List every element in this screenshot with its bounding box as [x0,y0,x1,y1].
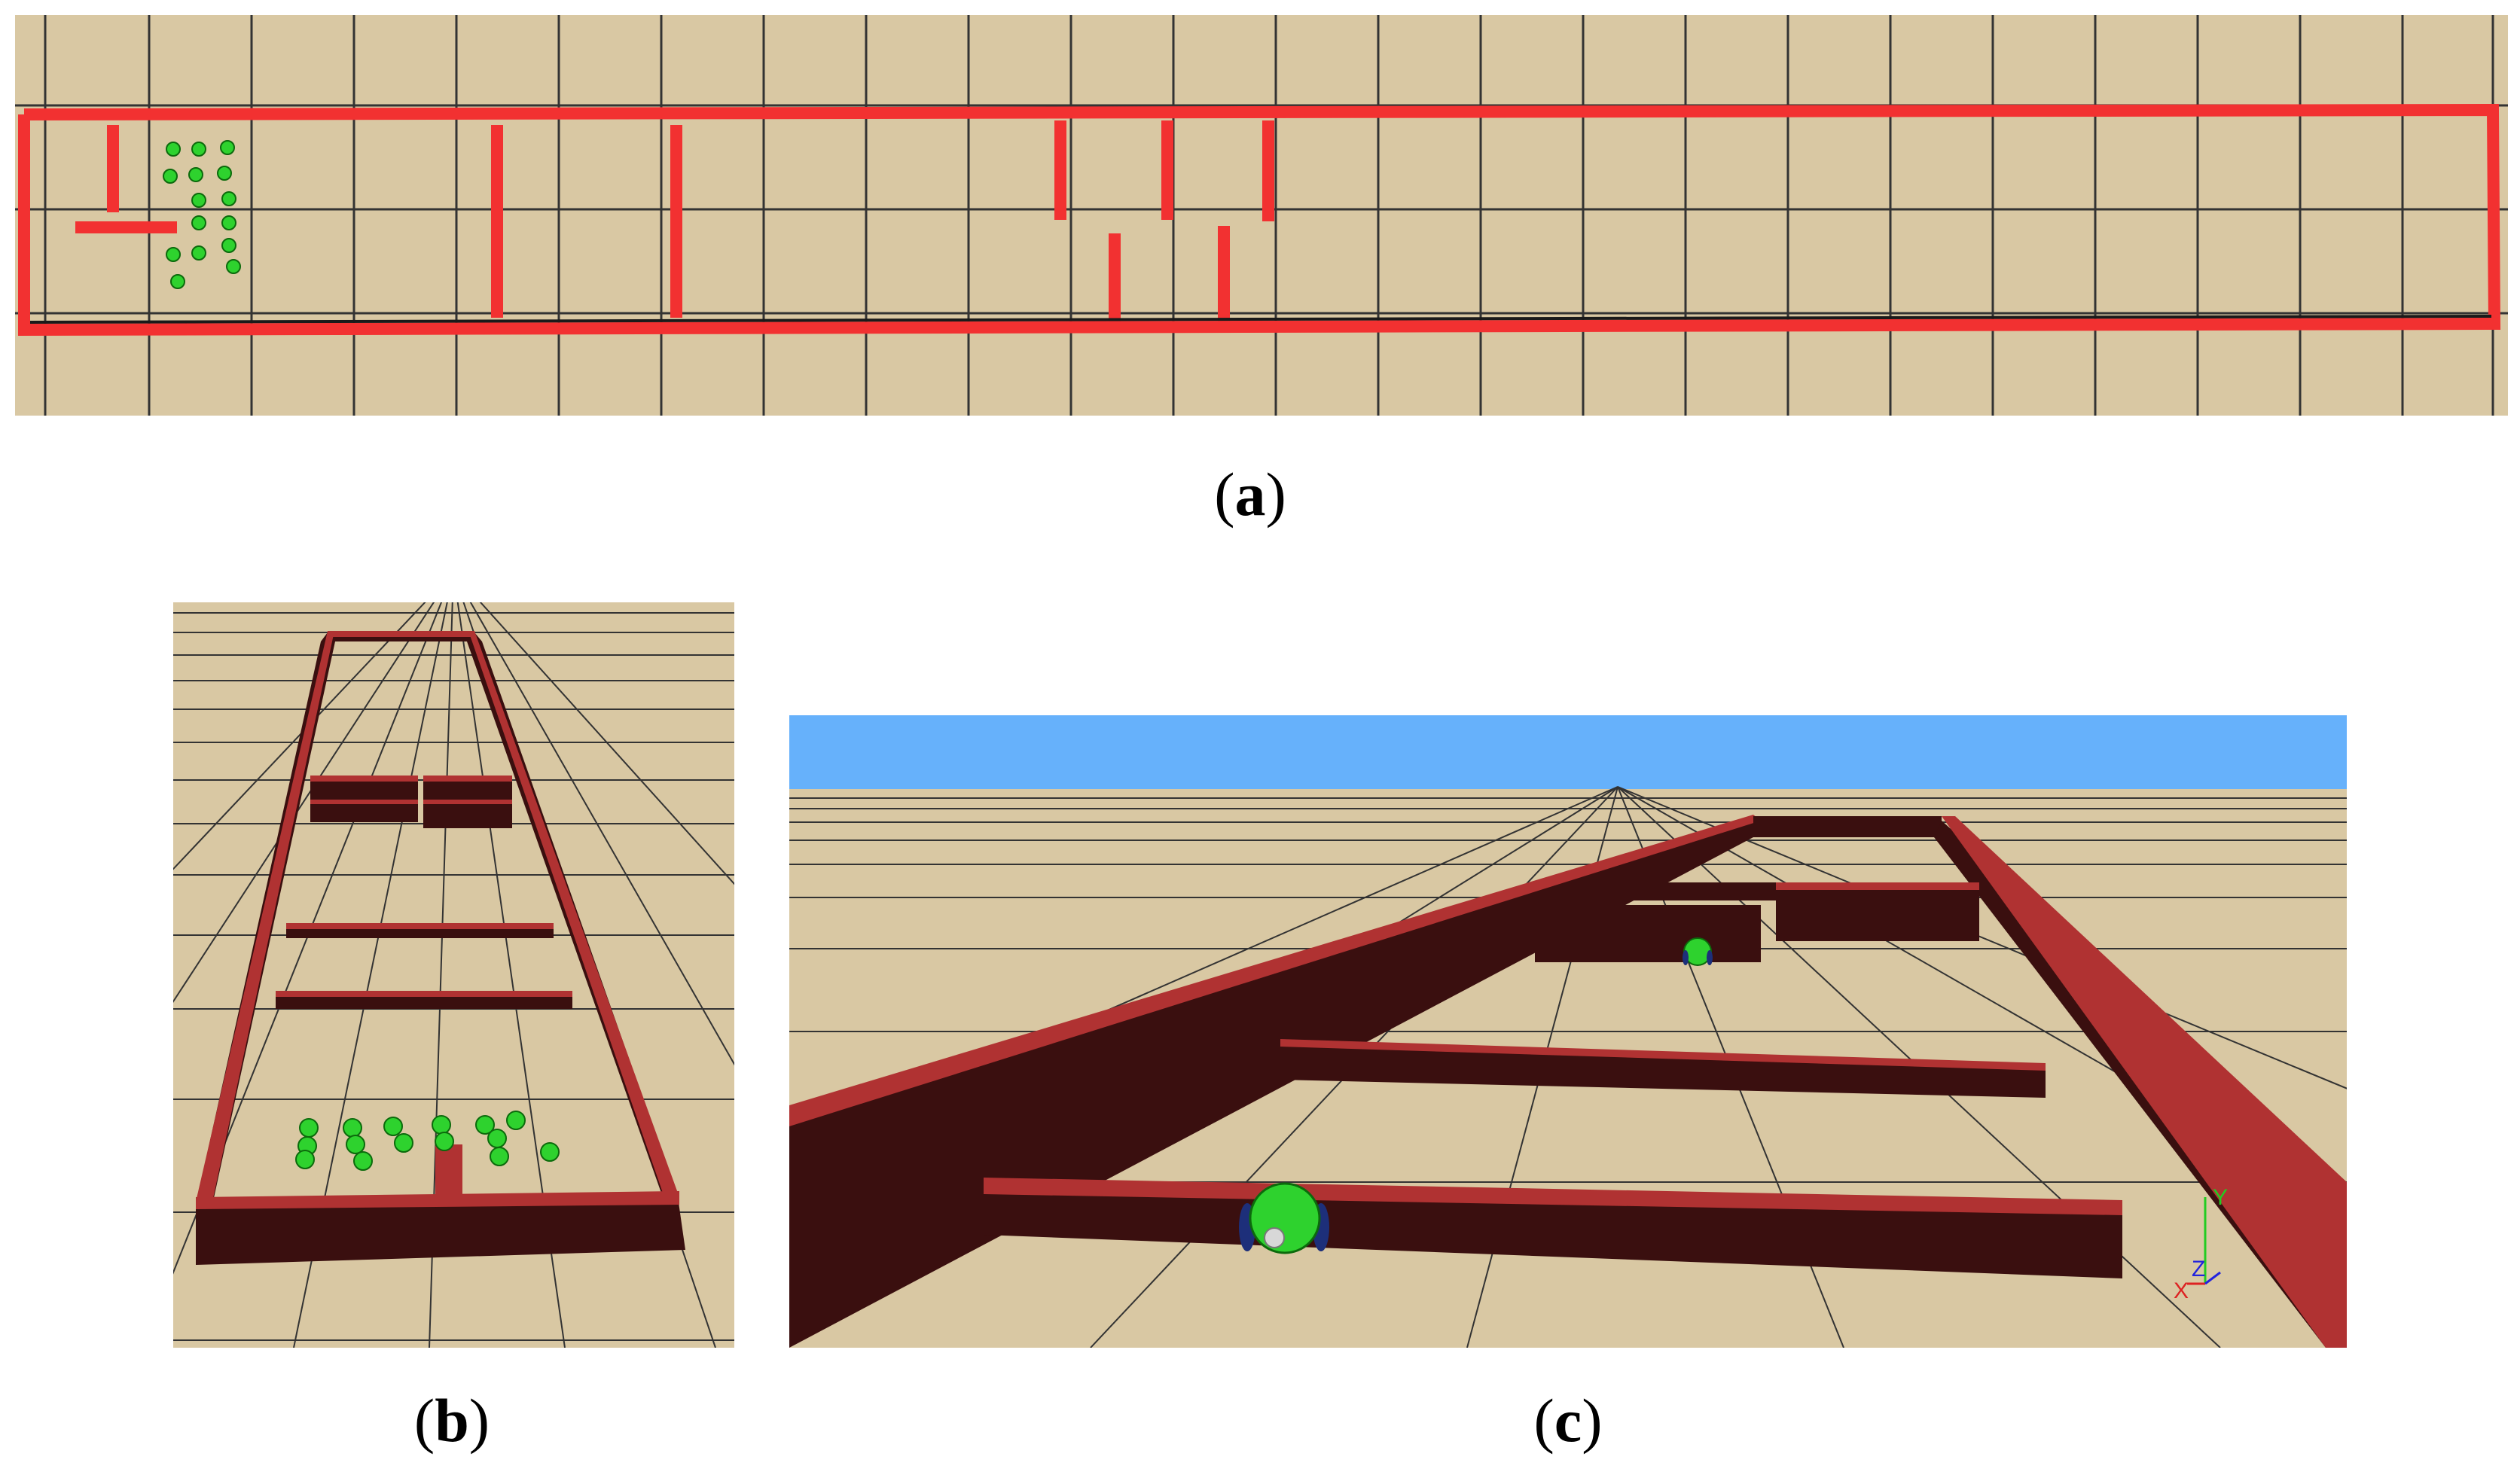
robot-icon [295,1150,315,1169]
robot-icon [217,166,232,181]
robot-front [1239,1182,1329,1254]
robot-icon [432,1115,451,1135]
robot-icon [490,1147,509,1166]
maze-walls [196,631,685,1265]
axis-label-z: Z [2192,1257,2205,1281]
wheel-icon [1683,950,1689,965]
ground-plane [15,15,2508,416]
axis-label-y: Y [2213,1185,2228,1210]
caption-c: (c) [1533,1386,1603,1455]
robot-icon [506,1111,526,1130]
robot-icon [191,142,206,157]
robot-icon [487,1129,507,1148]
robot-icon [299,1118,319,1138]
panel-c-close-view: Y Z X [789,715,2347,1348]
robot-icon [540,1142,560,1162]
robot-icon [191,245,206,261]
robot-icon [475,1115,495,1135]
robot-swarm [295,1111,560,1171]
robot-icon [343,1118,362,1138]
sky [789,715,2347,791]
axes-gizmo: Y Z X [2174,1185,2228,1303]
panel-a-top-view [15,15,2508,416]
robot-icon [1249,1182,1321,1254]
robot-icon [166,142,181,157]
axis-label-x: X [2174,1278,2189,1303]
panel-b-perspective [173,602,734,1348]
caption-a: (a) [1214,460,1286,529]
wheel-icon [1707,950,1713,965]
sensor-icon [1264,1227,1285,1248]
maze-walls [789,815,2347,1348]
robot-icon [346,1135,365,1154]
robot-icon [221,191,236,206]
robot-swarm [163,140,241,289]
robot-icon [383,1117,403,1136]
robot-icon [188,167,203,182]
robot-icon [191,193,206,208]
robot-icon [394,1133,413,1153]
perspective-scene-b [173,602,734,1348]
robot-icon [221,215,236,230]
robot-icon [163,169,178,184]
robot-far [1683,937,1713,966]
robot-icon [191,215,206,230]
wall-shadow [29,315,2492,324]
robot-icon [220,140,235,155]
robot-icon [170,274,185,289]
robot-icon [166,247,181,262]
perspective-scene-c: Y Z X [789,715,2347,1348]
top-view-scene [15,15,2508,416]
caption-b: (b) [413,1386,490,1455]
robot-icon [221,238,236,253]
robot-icon [435,1132,454,1151]
robot-icon [353,1151,373,1171]
maze-walls [18,103,2501,337]
robot-icon [226,259,241,274]
